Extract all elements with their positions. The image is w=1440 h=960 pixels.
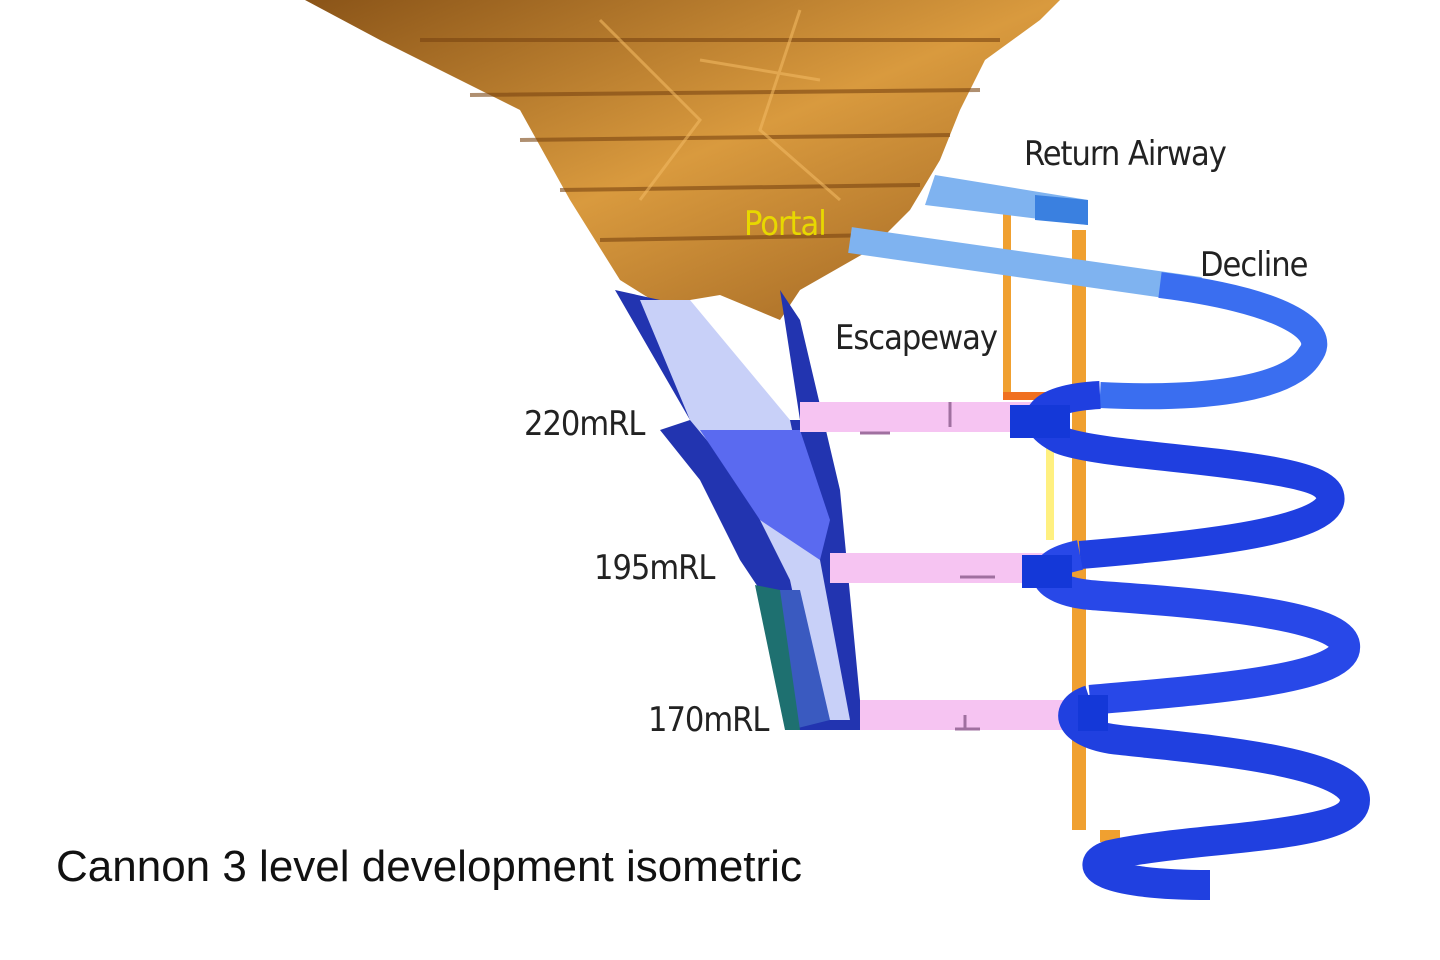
escapeway-label: Escapeway: [835, 318, 998, 358]
level-drives: [800, 402, 1090, 731]
level-195-label: 195mRL: [594, 548, 715, 588]
figure-caption: Cannon 3 level development isometric: [56, 842, 802, 891]
return-airway: [925, 175, 1088, 225]
open-pit: [305, 0, 1060, 320]
orebody-stopes: [615, 290, 870, 730]
escapeway-raise: [1003, 210, 1120, 842]
decline-label: Decline: [1200, 245, 1308, 285]
return-airway-label: Return Airway: [1024, 134, 1227, 174]
level-170-label: 170mRL: [648, 700, 769, 740]
portal-label: Portal: [744, 204, 827, 244]
level-220-label: 220mRL: [524, 404, 645, 444]
decline-helix: [848, 227, 1371, 900]
